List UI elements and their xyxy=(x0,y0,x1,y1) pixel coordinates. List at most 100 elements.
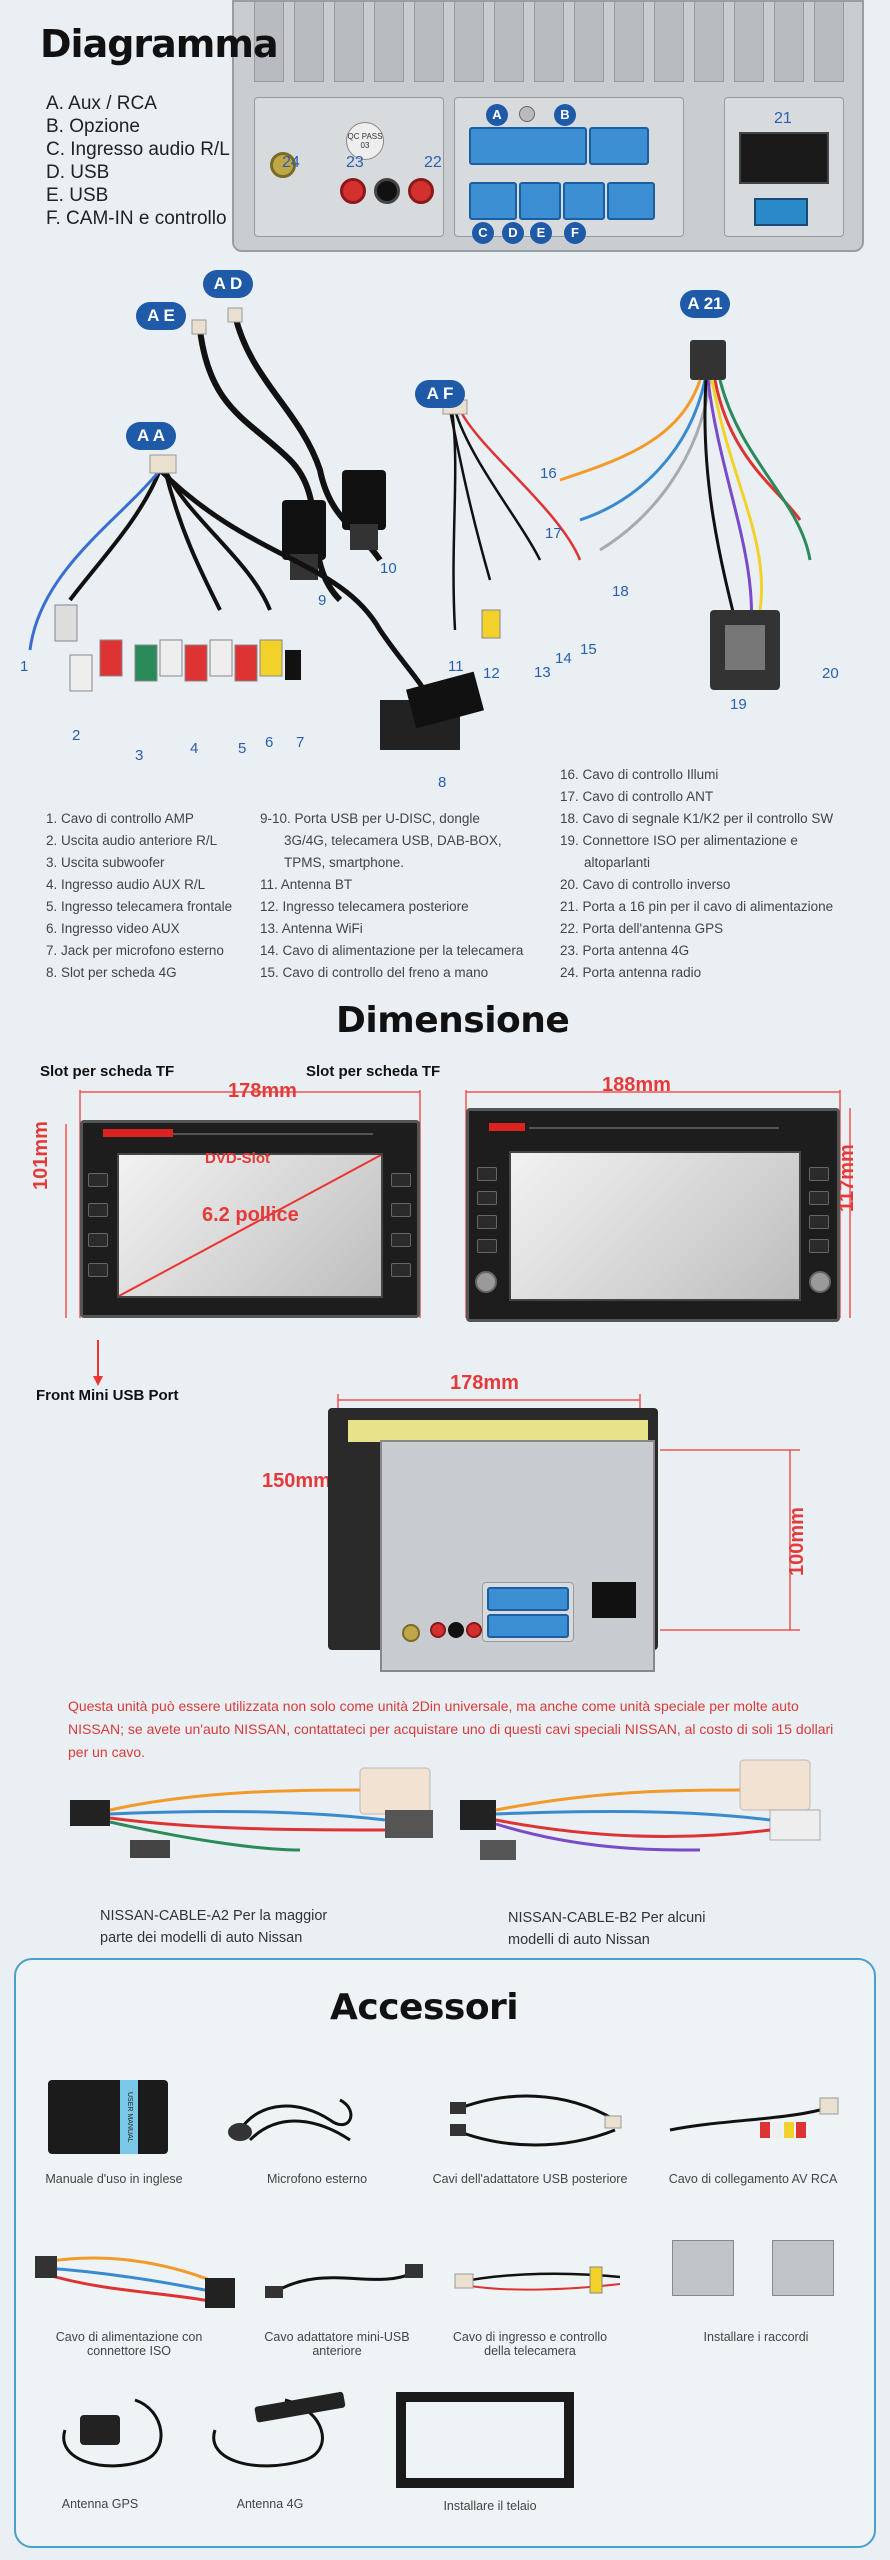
manual-icon: USER MANUAL xyxy=(48,2080,168,2154)
accessory-caption: Antenna 4G xyxy=(236,2497,304,2511)
installation-frame-icon xyxy=(396,2392,574,2488)
cable-number: 11 xyxy=(448,658,464,675)
back-unit-top-label xyxy=(348,1420,648,1442)
nissan-note: Questa unità può essere utilizzata non s… xyxy=(68,1698,834,1760)
accessories-title: Accessori xyxy=(330,1987,519,2028)
cable-number: 6 xyxy=(265,734,274,751)
back-width-label: 178mm xyxy=(450,1372,519,1394)
cable-number: 12 xyxy=(483,665,500,682)
caption-line: NISSAN-CABLE-A2 Per la maggior xyxy=(100,1908,328,1924)
list-item: 22. Porta dell'antenna GPS xyxy=(560,921,724,936)
back-unit-panel xyxy=(380,1440,655,1672)
cable-tag-ae: A E xyxy=(136,302,186,330)
list-item: 15. Cavo di controllo del freno a mano xyxy=(260,965,489,980)
list-item: 18. Cavo di segnale K1/K2 per il control… xyxy=(560,811,834,826)
cable-tag-ad: A D xyxy=(203,270,253,298)
usb-adapter-cable-icon xyxy=(450,2094,622,2147)
port-label-22: 22 xyxy=(424,154,442,171)
front-unit-large xyxy=(466,1108,840,1322)
parts-list-col3: 16. Cavo di controllo Illumi 17. Cavo di… xyxy=(560,764,833,984)
cable-number: 19 xyxy=(730,696,747,713)
4g-antenna-icon xyxy=(212,2391,346,2468)
cable-tag-aa: A A xyxy=(126,422,176,450)
radio-antenna-port xyxy=(270,152,296,178)
connector-c xyxy=(469,182,517,220)
cable-tag-a21: A 21 xyxy=(680,290,730,318)
legend-item: C. Ingresso audio R/L xyxy=(46,139,230,160)
cable-number: 8 xyxy=(438,774,447,791)
cable-number: 7 xyxy=(296,734,305,751)
label-f: F xyxy=(564,222,586,244)
cable-number: 9 xyxy=(318,592,327,609)
list-item: 19. Connettore ISO per alimentazione e xyxy=(560,833,798,848)
cable-number: 5 xyxy=(238,740,247,757)
caption-line: NISSAN-CABLE-B2 Per alcuni xyxy=(508,1910,706,1926)
cable-number: 15 xyxy=(580,641,597,658)
dvd-slot-label: DVD-Slot xyxy=(205,1150,270,1167)
camera-input-cable-icon xyxy=(454,2266,621,2294)
dimension-title: Dimensione xyxy=(336,1000,570,1041)
list-item: 16. Cavo di controllo Illumi xyxy=(560,767,719,782)
port-label-21: 21 xyxy=(774,110,792,127)
list-item: 11. Antenna BT xyxy=(260,877,353,892)
list-item: 6. Ingresso video AUX xyxy=(46,921,180,936)
legend-item: E. USB xyxy=(46,185,109,206)
list-item: 20. Cavo di controllo inverso xyxy=(560,877,731,892)
connector-b xyxy=(589,127,649,165)
label-e: E xyxy=(530,222,552,244)
label-a: A xyxy=(486,104,508,126)
list-item: 4. Ingresso audio AUX R/L xyxy=(46,877,206,892)
front-height-small: 101mm xyxy=(30,1121,52,1190)
legend-item: A. Aux / RCA xyxy=(46,93,157,114)
list-item: 24. Porta antenna radio xyxy=(560,965,702,980)
list-item: 2. Uscita audio anteriore R/L xyxy=(46,833,218,848)
back-height-label: 100mm xyxy=(786,1507,808,1576)
list-item: TPMS, smartphone. xyxy=(284,855,405,870)
legend-item: D. USB xyxy=(46,162,110,183)
accessory-caption: Cavo di collegamento AV RCA xyxy=(668,2172,838,2186)
connector-e xyxy=(563,182,605,220)
list-item: 23. Porta antenna 4G xyxy=(560,943,690,958)
screen-size-label: 6.2 pollice xyxy=(202,1204,299,1226)
cable-tag-af: A F xyxy=(415,380,465,408)
front-width-small: 178mm xyxy=(228,1080,297,1102)
cable-number: 1 xyxy=(20,658,29,675)
legend-item: F. CAM-IN e controllo xyxy=(46,208,227,229)
cable-number: 13 xyxy=(534,664,551,681)
accessory-caption: Antenna GPS xyxy=(61,2497,139,2511)
caption-line: modelli di auto Nissan xyxy=(508,1932,650,1948)
front-width-large: 188mm xyxy=(602,1074,671,1096)
cable-number: 16 xyxy=(540,465,557,482)
label-d: D xyxy=(502,222,524,244)
cable-number: 2 xyxy=(72,727,81,744)
caption-line: parte dei modelli di auto Nissan xyxy=(100,1930,303,1946)
legend-item: B. Opzione xyxy=(46,116,140,137)
diagram-legend: A. Aux / RCA B. Opzione C. Ingresso audi… xyxy=(46,92,230,230)
accessory-caption: Installare i raccordi xyxy=(703,2330,809,2344)
16-pin-port xyxy=(739,132,829,184)
diagram-title: Diagramma xyxy=(40,22,279,66)
gps-antenna-icon xyxy=(62,2398,163,2468)
accessory-caption: Installare il telaio xyxy=(443,2499,537,2513)
connector-f xyxy=(607,182,655,220)
cable-number: 3 xyxy=(135,747,144,764)
label-b: B xyxy=(554,104,576,126)
iso-power-cable-icon xyxy=(35,2256,235,2308)
front-screen-large xyxy=(509,1151,801,1301)
list-item: 14. Cavo di alimentazione per la telecam… xyxy=(260,943,524,958)
front-screen xyxy=(117,1153,383,1298)
list-item: 3. Uscita subwoofer xyxy=(46,855,165,870)
cable-number: 14 xyxy=(555,650,572,667)
list-item: 13. Antenna WiFi xyxy=(260,921,363,936)
dimension-lines xyxy=(65,1090,851,1386)
center-port xyxy=(374,178,400,204)
accessory-caption: Microfono esterno xyxy=(266,2172,368,2186)
tf-slot-label-right: Slot per scheda TF xyxy=(306,1063,441,1080)
list-item: 1. Cavo di controllo AMP xyxy=(46,811,194,826)
parts-list-col1: 1. Cavo di controllo AMP 2. Uscita audio… xyxy=(46,808,232,984)
back-depth-label: 150mm xyxy=(262,1470,331,1492)
4g-antenna-port xyxy=(340,178,366,204)
